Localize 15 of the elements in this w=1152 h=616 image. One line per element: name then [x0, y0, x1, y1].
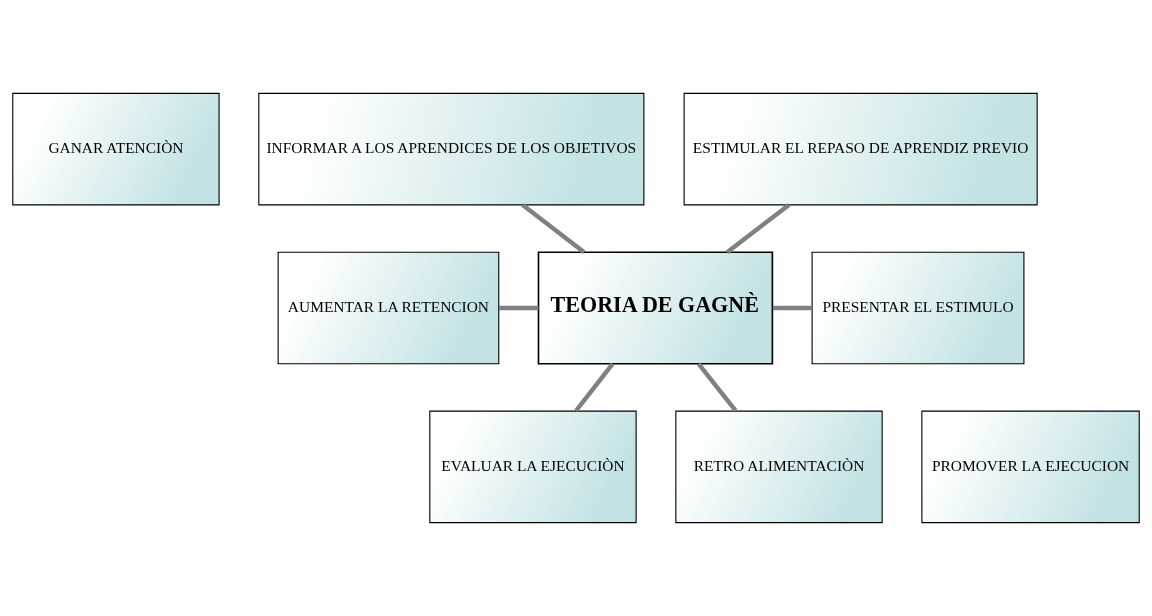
connector	[499, 305, 539, 311]
node-box: EVALUAR LA EJECUCIÒN	[429, 410, 637, 524]
node-box: INFORMAR A LOS APRENDICES DE LOS OBJETIVOS	[258, 92, 645, 206]
node-box: TEORIA DE GAGNÈ	[537, 251, 774, 365]
node-box: GANAR ATENCIÒN	[12, 92, 220, 206]
node-box: ESTIMULAR EL REPASO DE APRENDIZ PREVIO	[683, 92, 1038, 206]
node-box: PRESENTAR EL ESTIMULO	[811, 251, 1025, 365]
node-box: RETRO ALIMENTACIÒN	[675, 410, 883, 524]
connector	[521, 203, 586, 254]
node-box: PROMOVER LA EJECUCION	[921, 410, 1140, 524]
connector	[574, 362, 615, 413]
connector	[696, 362, 738, 413]
node-box: AUMENTAR LA RETENCION	[277, 251, 500, 365]
connector	[772, 305, 812, 311]
connector	[725, 203, 791, 254]
